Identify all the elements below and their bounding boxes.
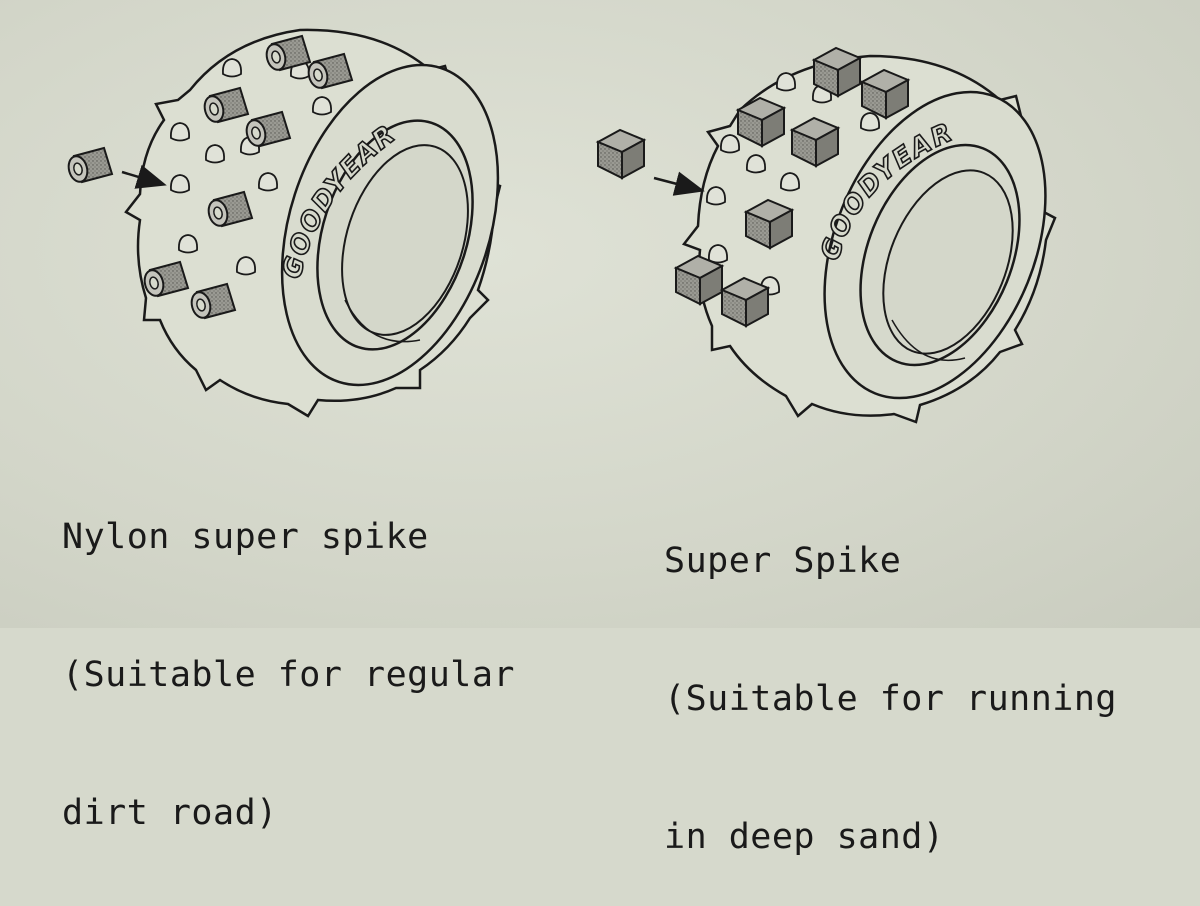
caption-line: dirt road) [62,793,278,833]
caption-line: Super Spike [664,541,902,581]
caption-line: (Suitable for running [664,679,1118,719]
loose-cube-spike [597,129,645,179]
caption-line: Nylon super spike [62,517,429,557]
tire-illustrations: GOODYEAR GOODYEAR [64,28,1057,424]
loose-cylinder-spike [64,147,113,185]
nylon-spike-caption: Nylon super spike (Suitable for regular … [62,422,515,882]
caption-line: in deep sand) [664,817,945,857]
insert-arrow [653,171,705,196]
insert-arrow [121,164,167,189]
super-spike-caption: Super Spike (Suitable for running in dee… [664,446,1117,906]
cube-spike [675,255,723,305]
caption-line: (Suitable for regular [62,655,516,695]
nylon-spike-tire: GOODYEAR [64,28,502,418]
super-spike-tire: GOODYEAR [597,47,1057,424]
